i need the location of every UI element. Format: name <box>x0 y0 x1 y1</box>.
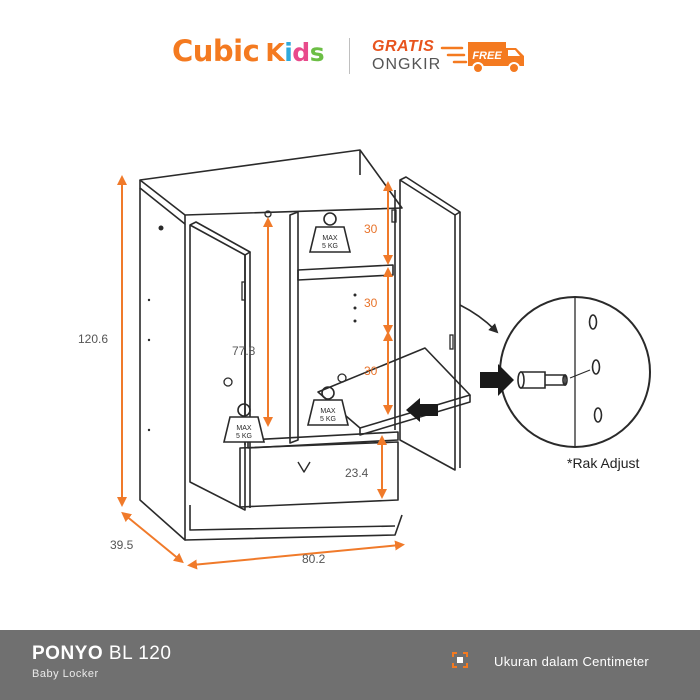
unit-note: Ukuran dalam Centimeter <box>494 654 650 669</box>
kids-letter-d: d <box>292 38 310 67</box>
truck-icon: FREE <box>440 42 524 74</box>
door-right <box>399 179 456 471</box>
weight-badge-top-line1: MAX <box>322 235 338 242</box>
shelf-bottom <box>247 431 399 449</box>
callout-arrow <box>459 304 499 334</box>
kids-letter-s: s <box>309 38 325 67</box>
product-name: PONYO BL 120 <box>32 643 171 665</box>
promo-gratis: GRATIS <box>372 38 435 55</box>
dim-line-width <box>187 540 405 570</box>
brand-name-cubic: Cubic <box>172 34 260 68</box>
dim-width-label: 80.2 <box>302 552 326 566</box>
dim-drawer-label: 23.4 <box>345 466 369 480</box>
brand-name-kids: Kids <box>265 38 324 67</box>
weight-badge-left <box>222 403 266 443</box>
rak-adjust-note: *Rak Adjust <box>567 455 640 471</box>
product-name-bold: PONYO <box>32 643 104 664</box>
dim-height-label: 120.6 <box>78 332 109 346</box>
product-code: BL 120 <box>108 643 172 664</box>
footer <box>0 630 700 700</box>
dim-shelf-low-label: 30 <box>364 364 378 378</box>
dim-depth-label: 39.5 <box>110 538 134 552</box>
weight-badge-center-line2: 5 KG <box>320 416 336 423</box>
locker-drawing: MAX 5 KG MAX 5 KG MAX 5 KG <box>117 149 651 570</box>
cabinet-left-side <box>139 188 186 541</box>
truck-badge-text: FREE <box>472 50 502 62</box>
push-arrow-detail <box>480 364 514 396</box>
kids-letter-k: K <box>265 38 285 67</box>
weight-badge-top-line2: 5 KG <box>322 243 338 250</box>
weight-badge-left-line1: MAX <box>236 425 252 432</box>
shelf-top <box>297 264 394 281</box>
product-diagram: MAX 5 KG MAX 5 KG MAX 5 KG <box>0 110 700 630</box>
push-arrow-shelf <box>406 398 438 422</box>
door-left <box>189 224 246 511</box>
weight-badge-center-line1: MAX <box>320 408 336 415</box>
dim-shelf-top-label: 30 <box>364 222 378 236</box>
measure-frame-icon <box>452 652 468 668</box>
promo-ongkir: ONGKIR <box>372 56 442 73</box>
weight-badge-top <box>308 212 352 253</box>
product-subtitle: Baby Locker <box>32 668 99 680</box>
header-divider <box>349 38 350 74</box>
cabinet-top <box>139 149 403 216</box>
weight-badge-center <box>306 386 350 426</box>
dim-inner-label: 77.8 <box>232 344 256 358</box>
drawer-front <box>239 441 399 508</box>
weight-badge-left-line2: 5 KG <box>236 433 252 440</box>
dim-shelf-mid-label: 30 <box>364 296 378 310</box>
dim-line-depth <box>121 511 184 564</box>
kids-letter-i: i <box>284 38 293 67</box>
